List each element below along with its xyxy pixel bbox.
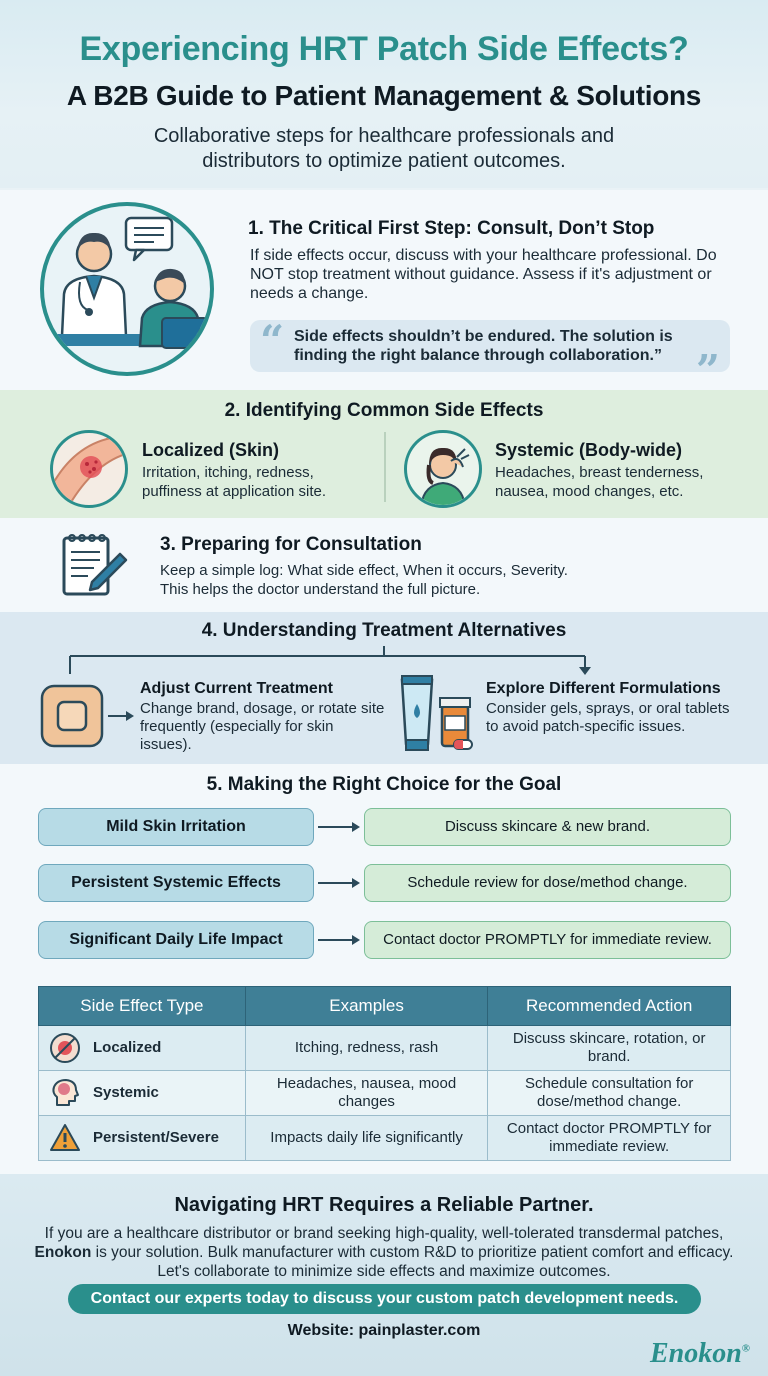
close-quote-icon: ” bbox=[695, 346, 720, 395]
contact-experts-button[interactable]: Contact our experts today to discuss you… bbox=[68, 1284, 701, 1314]
explore-title: Explore Different Formulations bbox=[486, 680, 721, 697]
table-header-row: Side Effect Type Examples Recommended Ac… bbox=[38, 986, 731, 1026]
step2-heading: 2. Identifying Common Side Effects bbox=[224, 400, 544, 421]
localized-body: Irritation, itching, redness, puffiness … bbox=[142, 464, 327, 500]
table-cell-examples: Impacts daily life significantly bbox=[244, 1115, 489, 1161]
step1-section: 1. The Critical First Step: Consult, Don… bbox=[0, 190, 768, 395]
arrow-right-icon bbox=[318, 878, 360, 888]
table-cell-type: Localized bbox=[38, 1025, 246, 1071]
table-header-type: Side Effect Type bbox=[38, 986, 246, 1026]
table-row: Systemic Headaches, nausea, mood changes… bbox=[38, 1070, 731, 1116]
enokon-logo: Enokon® bbox=[650, 1338, 750, 1370]
step4-section: 4. Understanding Treatment Alternatives … bbox=[0, 612, 768, 764]
step5-heading: 5. Making the Right Choice for the Goal bbox=[206, 774, 562, 795]
arrow-right-icon bbox=[318, 935, 360, 945]
website-link[interactable]: Website: painplaster.com bbox=[287, 1322, 481, 1339]
step5-section: 5. Making the Right Choice for the Goal … bbox=[0, 764, 768, 974]
explore-body: Consider gels, sprays, or oral tablets t… bbox=[486, 700, 730, 735]
step2-divider bbox=[384, 432, 386, 502]
step2-section: 2. Identifying Common Side Effects Local… bbox=[0, 390, 768, 518]
table-row: Persistent/Severe Impacts daily life sig… bbox=[38, 1115, 731, 1161]
footer-body-part2: is your solution. Bulk manufacturer with… bbox=[91, 1244, 734, 1280]
table-cell-type: Systemic bbox=[38, 1070, 246, 1116]
adjust-body: Change brand, dosage, or rotate site fre… bbox=[140, 700, 385, 753]
table-cell-action: Schedule consultation for dose/method ch… bbox=[487, 1070, 731, 1116]
step3-body-line2: This helps the doctor understand the ful… bbox=[160, 581, 481, 598]
quote-text: Side effects shouldn’t be endured. The s… bbox=[294, 328, 673, 364]
header-banner: Experiencing HRT Patch Side Effects? A B… bbox=[0, 0, 768, 188]
step1-body: If side effects occur, discuss with your… bbox=[250, 247, 717, 302]
action-mild-skin-irritation: Discuss skincare & new brand. bbox=[364, 808, 731, 846]
arrow-right-icon bbox=[318, 822, 360, 832]
header-description-line2: distributors to optimize patient outcome… bbox=[202, 150, 566, 172]
patch-icon bbox=[40, 684, 104, 748]
side-effects-table-section: Side Effect Type Examples Recommended Ac… bbox=[0, 974, 768, 1174]
alternatives-branch-connector bbox=[69, 646, 591, 721]
step3-body-line1: Keep a simple log: What side effect, Whe… bbox=[160, 562, 568, 579]
table-header-examples: Examples bbox=[244, 986, 489, 1026]
action-significant-daily-impact: Contact doctor PROMPTLY for immediate re… bbox=[364, 921, 731, 959]
table-cell-examples: Itching, redness, rash bbox=[244, 1025, 489, 1071]
adjust-title: Adjust Current Treatment bbox=[140, 680, 333, 697]
step1-heading: 1. The Critical First Step: Consult, Don… bbox=[248, 218, 655, 239]
main-title: Experiencing HRT Patch Side Effects? bbox=[79, 30, 689, 68]
goal-mild-skin-irritation: Mild Skin Irritation bbox=[38, 808, 314, 846]
footer-body: If you are a healthcare distributor or b… bbox=[24, 1224, 744, 1281]
table-cell-type-label: Localized bbox=[93, 1038, 162, 1056]
open-quote-icon: “ bbox=[260, 316, 285, 365]
table-cell-action: Contact doctor PROMPTLY for immediate re… bbox=[487, 1115, 731, 1161]
table-cell-type-label: Persistent/Severe bbox=[93, 1128, 219, 1146]
headache-person-icon bbox=[404, 430, 482, 508]
footer-body-part1: If you are a healthcare distributor or b… bbox=[44, 1225, 724, 1242]
table-cell-type: Persistent/Severe bbox=[38, 1115, 246, 1161]
registered-mark: ® bbox=[741, 1342, 750, 1355]
quote-box: “ Side effects shouldn’t be endured. The… bbox=[250, 316, 730, 395]
header-description: Collaborative steps for healthcare profe… bbox=[0, 124, 768, 174]
main-subtitle-title: A B2B Guide to Patient Management & Solu… bbox=[66, 80, 702, 111]
side-effects-table: Side Effect Type Examples Recommended Ac… bbox=[38, 986, 731, 1161]
systemic-title: Systemic (Body-wide) bbox=[495, 440, 683, 460]
header-description-line1: Collaborative steps for healthcare profe… bbox=[153, 125, 615, 147]
table-cell-action: Discuss skincare, rotation, or brand. bbox=[487, 1025, 731, 1071]
localized-title: Localized (Skin) bbox=[142, 440, 280, 460]
goal-persistent-systemic: Persistent Systemic Effects bbox=[38, 864, 314, 902]
action-persistent-systemic: Schedule review for dose/method change. bbox=[364, 864, 731, 902]
step4-heading: 4. Understanding Treatment Alternatives bbox=[201, 620, 567, 641]
table-row: Localized Itching, redness, rash Discuss… bbox=[38, 1025, 731, 1071]
footer-section: Navigating HRT Requires a Reliable Partn… bbox=[0, 1174, 768, 1376]
step3-heading: 3. Preparing for Consultation bbox=[160, 534, 422, 555]
logo-text: Enokon bbox=[649, 1338, 742, 1369]
doctor-consultation-icon bbox=[40, 202, 214, 376]
step3-section: 3. Preparing for Consultation Keep a sim… bbox=[0, 518, 768, 612]
step3-body: Keep a simple log: What side effect, Whe… bbox=[160, 561, 740, 599]
goal-significant-daily-impact: Significant Daily Life Impact bbox=[38, 921, 314, 959]
gel-tube-bottle-icon bbox=[398, 674, 476, 754]
footer-heading: Navigating HRT Requires a Reliable Partn… bbox=[174, 1194, 594, 1216]
skin-irritation-icon bbox=[50, 430, 128, 508]
footer-brand-name: Enokon bbox=[34, 1244, 92, 1261]
skin-irritation-icon bbox=[50, 1033, 80, 1063]
notepad-pen-icon bbox=[58, 528, 130, 602]
warning-icon bbox=[50, 1124, 80, 1151]
table-header-action: Recommended Action bbox=[487, 986, 731, 1026]
table-cell-examples: Headaches, nausea, mood changes bbox=[244, 1070, 489, 1116]
table-cell-type-label: Systemic bbox=[93, 1083, 159, 1101]
systemic-body: Headaches, breast tenderness, nausea, mo… bbox=[495, 464, 704, 500]
head-brain-icon bbox=[52, 1079, 79, 1106]
